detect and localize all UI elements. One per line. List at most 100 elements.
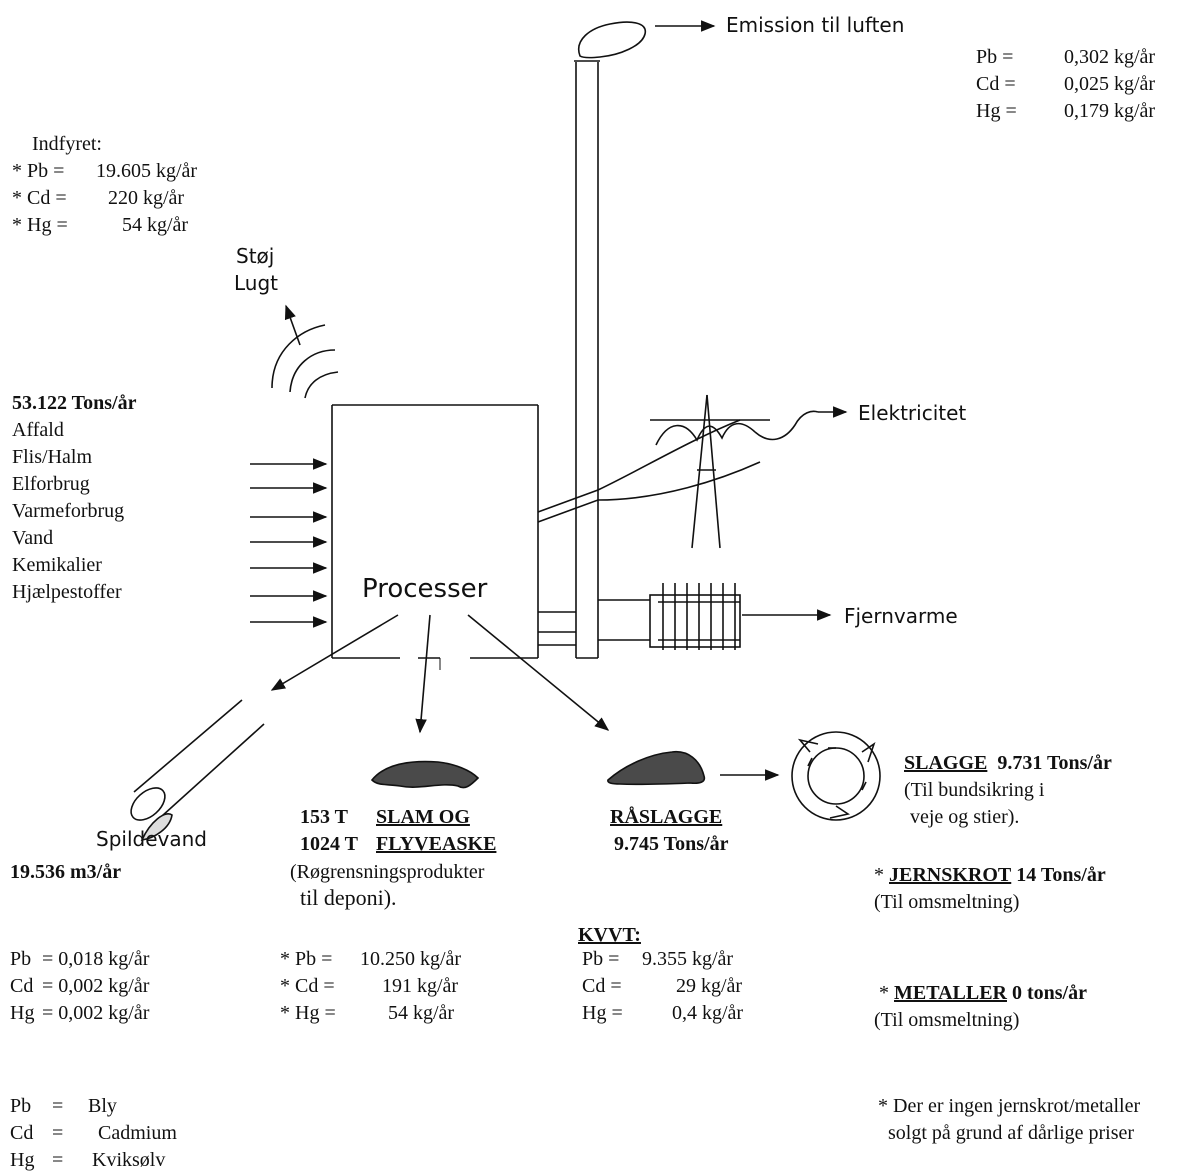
- slagge-block: SLAGGE 9.731 Tons/år (Til bundsikring i …: [904, 750, 1112, 831]
- legend: Pb = Bly Cd = Cadmium Hg = Kviksølv: [10, 1093, 177, 1174]
- spildevand-label: Spildevand: [96, 827, 207, 851]
- kvvt-hg-key: Hg =: [582, 1002, 623, 1024]
- jernskrot-note: (Til omsmeltning): [874, 891, 1020, 913]
- spildevand-amount: 19.536 m3/år: [10, 861, 122, 883]
- slam-hg-key: * Hg =: [280, 1002, 336, 1024]
- raaslagge-amount: 9.745 Tons/år: [614, 833, 729, 855]
- indfyret-pb-value: 19.605 kg/år: [96, 160, 198, 182]
- legend-key: Hg: [10, 1149, 35, 1171]
- radiator: [649, 583, 741, 650]
- indfyret-hg-key: * Hg =: [12, 214, 68, 236]
- recycle-icon: [791, 731, 881, 821]
- footnote-line1: * Der er ingen jernskrot/metaller: [878, 1095, 1141, 1117]
- air-table: Pb = 0,302 kg/år Cd = 0,025 kg/år Hg = 0,17…: [976, 44, 1155, 125]
- air-hg-value: 0,179 kg/år: [1064, 100, 1156, 122]
- smell-label: Lugt: [234, 271, 279, 295]
- legend-value: Cadmium: [98, 1122, 177, 1144]
- kvvt-pb-value: 9.355 kg/år: [642, 948, 734, 970]
- slam-cd-key: * Cd =: [280, 975, 335, 997]
- input-item: Varmeforbrug: [12, 500, 125, 522]
- legend-key: Pb: [10, 1095, 32, 1117]
- indfyret-title: Indfyret:: [32, 133, 102, 155]
- footnote: * Der er ingen jernskrot/metaller solgt …: [878, 1093, 1140, 1147]
- spildevand-pb-key: Pb: [10, 948, 32, 970]
- slam-amount: 153 T: [300, 806, 348, 828]
- air-pb-key: Pb =: [976, 46, 1014, 68]
- process-label: Processer: [362, 574, 488, 604]
- spildevand-pb-value: = 0,018 kg/år: [42, 948, 150, 970]
- metaller-amount: 0 tons/år: [1011, 982, 1087, 1004]
- indfyret-cd-key: * Cd =: [12, 187, 67, 209]
- spildevand-hg-value: = 0,002 kg/år: [42, 1002, 150, 1024]
- fjernvarme-label: Fjernvarme: [844, 604, 958, 628]
- inputs-total: 53.122 Tons/år: [12, 392, 137, 414]
- slam-hg-value: 54 kg/år: [388, 1002, 455, 1024]
- air-cd-value: 0,025 kg/år: [1064, 73, 1156, 95]
- raaslagge-arrow: [467, 614, 610, 731]
- legend-eq: =: [52, 1149, 64, 1171]
- waste-pipe: [130, 699, 265, 842]
- indfyret-block: Indfyret: * Pb = 19.605 kg/år * Cd = 220 k…: [12, 131, 197, 239]
- input-arrows: [250, 458, 328, 628]
- spildevand-hg-key: Hg: [10, 1002, 35, 1024]
- input-item: Elforbrug: [12, 473, 90, 495]
- flyveaske-amount: 1024 T: [300, 833, 358, 855]
- air-cd-key: Cd =: [976, 73, 1016, 95]
- indfyret-pb-key: * Pb =: [12, 160, 65, 182]
- legend-eq: =: [52, 1095, 64, 1117]
- input-item: Vand: [12, 527, 54, 549]
- footnote-line2: solgt på grund af dårlige priser: [888, 1122, 1135, 1144]
- jernskrot-label: JERNSKROT: [889, 864, 1012, 886]
- legend-value: Kviksølv: [92, 1149, 166, 1171]
- indfyret-hg-value: 54 kg/år: [122, 214, 189, 236]
- slam-pb-value: 10.250 kg/år: [360, 948, 462, 970]
- process-box: [331, 404, 539, 659]
- slam-heap: [370, 760, 480, 789]
- raaslagge-block: RÅSLAGGE 9.745 Tons/år: [610, 804, 728, 858]
- input-item: Kemikalier: [12, 554, 102, 576]
- jernskrot-amount: 14 Tons/år: [1016, 864, 1106, 886]
- kvvt-pb-key: Pb =: [582, 948, 620, 970]
- metaller-note: (Til omsmeltning): [874, 1009, 1020, 1031]
- slam-note1: (Røgrensningsprodukter: [290, 861, 485, 883]
- jernskrot-block: * JERNSKROT 14 Tons/år (Til omsmeltning): [874, 862, 1106, 916]
- spildevand-table: Pb = 0,018 kg/år Cd = 0,002 kg/år Hg = 0,00…: [10, 946, 149, 1027]
- chimney: [574, 21, 646, 659]
- noise-waves: [271, 304, 339, 399]
- spildevand-arrow: [270, 614, 399, 691]
- air-hg-key: Hg =: [976, 100, 1017, 122]
- input-item: Affald: [12, 419, 64, 441]
- noise-labels: Støj Lugt: [234, 243, 278, 297]
- slam-table: * Pb =10.250 kg/år * Cd =191 kg/år * Hg …: [280, 946, 461, 1027]
- spildevand-cd-value: = 0,002 kg/år: [42, 975, 150, 997]
- slagge-note1: (Til bundsikring i: [904, 779, 1045, 801]
- kvvt-cd-value: 29 kg/år: [676, 975, 743, 997]
- spildevand-cd-key: Cd: [10, 975, 34, 997]
- slam-cd-value: 191 kg/år: [382, 975, 459, 997]
- elektricitet-label: Elektricitet: [858, 401, 967, 425]
- input-item: Flis/Halm: [12, 446, 93, 468]
- kvvt-cd-key: Cd =: [582, 975, 622, 997]
- pylon: [650, 394, 770, 549]
- slagge-note2: veje og stier).: [910, 806, 1020, 828]
- air-pb-value: 0,302 kg/år: [1064, 46, 1156, 68]
- flyveaske-label: FLYVEASKE: [376, 833, 497, 855]
- kvvt-table: Pb =9.355 kg/år Cd =29 kg/år Hg =0,4 kg/…: [582, 946, 743, 1027]
- slagge-label: SLAGGE: [904, 752, 988, 774]
- slam-arrow: [415, 614, 431, 734]
- legend-key: Cd: [10, 1122, 34, 1144]
- slagge-amount: 9.731 Tons/år: [997, 752, 1112, 774]
- legend-value: Bly: [88, 1095, 117, 1117]
- kvvt-title: KVVT:: [578, 924, 641, 946]
- metaller-star: *: [879, 982, 889, 1004]
- metaller-block: * METALLER 0 tons/år (Til omsmeltning): [874, 980, 1087, 1034]
- indfyret-cd-value: 220 kg/år: [108, 187, 185, 209]
- inputs-block: 53.122 Tons/år Affald Flis/Halm Elforbru…: [12, 390, 136, 606]
- metaller-label: METALLER: [894, 982, 1007, 1004]
- slam-note2: til deponi).: [300, 885, 397, 910]
- noise-label: Støj: [236, 244, 275, 268]
- jernskrot-star: *: [874, 864, 884, 886]
- legend-eq: =: [52, 1122, 64, 1144]
